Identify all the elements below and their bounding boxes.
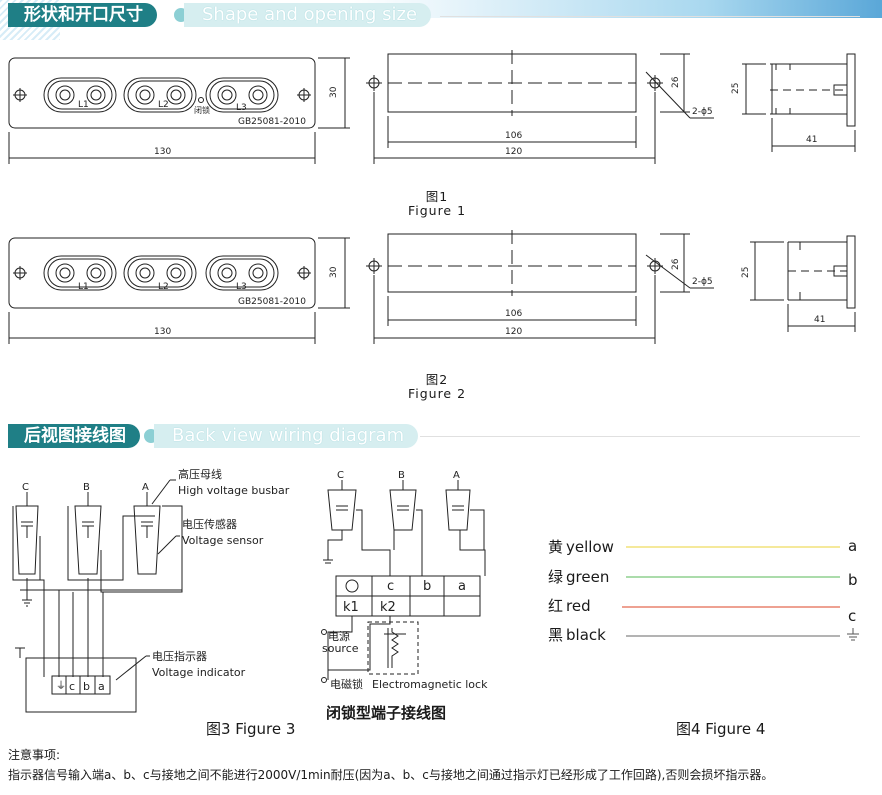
header2-rule [420, 436, 860, 437]
wire-black-en: black [566, 626, 606, 644]
header-rule [440, 16, 860, 17]
figure1-caption-cn: 图1 [425, 189, 449, 204]
phase-group-l2 [123, 77, 197, 113]
figure4-caption: 图4 Figure 4 [676, 720, 766, 738]
lock-terminal-diagram: C B A c b a k1 k2 电源 source 电磁锁 Electrom… [321, 470, 488, 691]
fig2-standard-label: GB25081-2010 [238, 297, 306, 307]
side-flange [846, 53, 856, 127]
lock-diagram-caption: 闭锁型端子接线图 [326, 704, 447, 722]
busbar-label-en: High voltage busbar [178, 484, 290, 497]
lock-indicator-icon [198, 97, 204, 103]
lock-label-cn: 电磁锁 [330, 677, 363, 691]
lock-label: 闭锁 [194, 105, 210, 115]
wire-yellow-cn: 黄 [548, 538, 563, 556]
hole-label: 2-ϕ5 [692, 107, 713, 117]
fig3-terminal-c: c [69, 680, 75, 693]
lock-terminal-b: b [423, 579, 431, 594]
section-title-en: Shape and opening size [184, 3, 432, 27]
phase-label-l1: L1 [78, 100, 89, 110]
fig3-phase-c: C [22, 482, 29, 493]
indicator-label-en: Voltage indicator [152, 666, 246, 679]
front-panel-outline [8, 57, 316, 129]
terminal-ground-icon [345, 579, 359, 593]
voltage-indicator-box [25, 657, 137, 713]
notes-body: 指示器信号输入端a、b、c与接地之间不能进行2000V/1min耐压(因为a、b… [8, 768, 774, 782]
ground-symbol-icon [847, 628, 859, 641]
fig2-hole-label: 2-ϕ5 [692, 277, 713, 287]
fig2-dim-height: 30 [329, 266, 339, 278]
side-w: 41 [806, 135, 817, 145]
fig2-side-h: 25 [741, 267, 751, 278]
dim-outer: 120 [505, 147, 522, 157]
figure2-drawing: L1 L2 L3 GB25081-2010 130 30 106 120 26 … [8, 230, 856, 344]
section2-title-en: Back view wiring diagram [154, 424, 419, 448]
standard-label: GB25081-2010 [238, 117, 306, 127]
dim-h: 26 [671, 76, 681, 88]
figure1-caption: 图1 Figure 1 [392, 190, 482, 218]
figure1-drawing: L1 L2 L3 闭锁 GB25081-2010 130 30 106 120 … [8, 50, 856, 164]
figure3-caption: 图3 Figure 3 [206, 720, 296, 738]
electromagnetic-lock-box [367, 621, 419, 675]
figure2-caption-en: Figure 2 [407, 386, 467, 401]
phase-label-l3: L3 [236, 103, 247, 113]
lock-phase-c: C [337, 470, 344, 481]
figure4-drawing: 黄 yellow 绿 green 红 red 黑 black a b c [548, 537, 859, 644]
lock-phase-b: B [398, 470, 405, 481]
wire-green-end: b [848, 571, 858, 589]
lock-terminal-a: a [458, 579, 466, 594]
wire-green-en: green [566, 568, 609, 586]
fig2-dim-outer: 120 [505, 327, 522, 337]
indicator-label-cn: 电压指示器 [152, 649, 207, 663]
fig3-phase-b: B [83, 482, 90, 493]
sensor-label-cn: 电压传感器 [182, 518, 237, 531]
phase-label-l2: L2 [158, 100, 169, 110]
lock-terminal-k2: k2 [380, 600, 396, 615]
dim-width: 130 [154, 147, 171, 157]
side-h: 25 [731, 83, 741, 94]
lock-terminal-k1: k1 [343, 600, 359, 615]
phase-group-l3 [205, 77, 279, 113]
section2-title-cn: 后视图接线图 [8, 424, 140, 448]
busbar-label-cn: 高压母线 [178, 467, 222, 481]
figure3-drawing: C B A ⏚ c b a 高压母线 High voltage busbar 电… [12, 467, 290, 713]
wire-yellow-end: a [848, 537, 857, 555]
notes-title: 注意事项: [8, 748, 61, 762]
fig3-phase-a: A [142, 482, 149, 493]
lock-terminal-c: c [387, 579, 394, 594]
fig2-dim-inner: 106 [505, 309, 522, 319]
fig3-terminal-b: b [83, 680, 90, 693]
fig2-phase-label-l2: L2 [158, 282, 169, 292]
lock-label-en: Electromagnetic lock [372, 678, 488, 691]
fig3-terminal-a: a [98, 680, 105, 693]
wire-yellow-en: yellow [566, 538, 614, 556]
fig2-phase-label-l1: L1 [78, 282, 89, 292]
wire-black-cn: 黑 [548, 626, 563, 644]
figure1-caption-en: Figure 1 [407, 203, 467, 218]
fig2-dim-h: 26 [671, 258, 681, 270]
sensor-label-en: Voltage sensor [182, 534, 264, 547]
lock-phase-a: A [453, 470, 460, 481]
phase-group-l1 [43, 77, 117, 113]
dim-inner: 106 [505, 131, 522, 141]
section-title-cn: 形状和开口尺寸 [8, 3, 157, 27]
wire-red-cn: 红 [548, 597, 563, 615]
source-label-cn: 电源 [328, 629, 350, 643]
fig2-phase-label-l3: L3 [236, 282, 247, 292]
wire-green-cn: 绿 [548, 568, 563, 586]
wire-red-en: red [566, 597, 591, 615]
source-label-en: source [322, 642, 359, 655]
figure2-caption-cn: 图2 [425, 372, 449, 387]
fig3-terminal-ground: ⏚ [56, 680, 66, 692]
fig2-side-w: 41 [814, 315, 825, 325]
fig2-dim-width: 130 [154, 327, 171, 337]
figure2-caption: 图2 Figure 2 [392, 373, 482, 401]
wire-red-end: c [848, 607, 856, 625]
dim-height: 30 [329, 86, 339, 98]
